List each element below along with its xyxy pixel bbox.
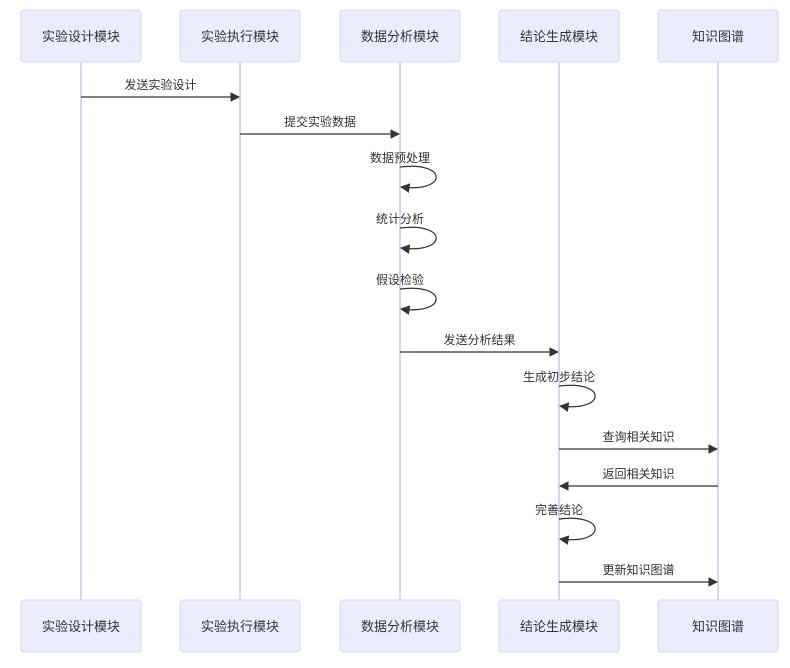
- message-11: 更新知识图谱: [559, 562, 718, 587]
- self-message-arrow: [558, 517, 596, 545]
- actor-box: [339, 599, 461, 653]
- actor-label: 知识图谱: [692, 29, 744, 45]
- actor-label: 实验执行模块: [201, 619, 279, 635]
- actor-design-top: 实验设计模块: [20, 9, 142, 63]
- message-5: 假设检验: [376, 272, 437, 315]
- self-message-arrow: [399, 287, 437, 315]
- actor-execute-top: 实验执行模块: [179, 9, 301, 63]
- actor-label: 知识图谱: [692, 619, 744, 635]
- message-label: 生成初步结论: [523, 370, 595, 384]
- actor-label: 实验设计模块: [42, 619, 120, 635]
- message-label: 假设检验: [376, 272, 424, 287]
- message-label: 返回相关知识: [602, 467, 674, 481]
- actor-conclude-top: 结论生成模块: [498, 9, 620, 63]
- actor-label: 实验设计模块: [42, 29, 120, 45]
- actor-box: [657, 599, 779, 653]
- message-label: 数据预处理: [370, 150, 430, 165]
- message-label: 查询相关知识: [602, 430, 674, 444]
- message-label: 提交实验数据: [284, 114, 356, 129]
- actor-box: [498, 599, 620, 653]
- message-label: 统计分析: [376, 212, 424, 226]
- message-label: 发送分析结果: [443, 332, 515, 347]
- message-label: 完善结论: [535, 502, 583, 517]
- message-9: 返回相关知识: [559, 467, 718, 491]
- actor-box: [179, 9, 301, 63]
- actor-label: 结论生成模块: [520, 30, 598, 45]
- actor-box: [498, 9, 620, 63]
- message-10: 完善结论: [535, 502, 596, 545]
- actor-design-bottom: 实验设计模块: [20, 599, 142, 653]
- actor-analysis-bottom: 数据分析模块: [339, 599, 461, 653]
- actor-box: [339, 9, 461, 63]
- actor-conclude-bottom: 结论生成模块: [498, 599, 620, 653]
- actor-label: 数据分析模块: [361, 620, 439, 635]
- actor-analysis-top: 数据分析模块: [339, 9, 461, 63]
- message-2: 提交实验数据: [240, 114, 400, 139]
- self-message-arrow: [399, 226, 437, 254]
- actor-knowledge-bottom: 知识图谱: [657, 599, 779, 653]
- message-7: 生成初步结论: [523, 370, 596, 412]
- actor-label: 实验执行模块: [201, 29, 279, 45]
- actor-label: 结论生成模块: [520, 620, 598, 635]
- actor-box: [20, 599, 142, 653]
- message-1: 发送实验设计: [81, 77, 240, 102]
- message-label: 更新知识图谱: [602, 562, 674, 577]
- actor-label: 数据分析模块: [361, 30, 439, 45]
- actor-box: [657, 9, 779, 63]
- actor-box: [20, 9, 142, 63]
- message-4: 统计分析: [376, 212, 437, 254]
- actor-box: [179, 599, 301, 653]
- self-message-arrow: [558, 384, 596, 412]
- actor-knowledge-top: 知识图谱: [657, 9, 779, 63]
- message-label: 发送实验设计: [124, 77, 196, 92]
- actor-execute-bottom: 实验执行模块: [179, 599, 301, 653]
- message-8: 查询相关知识: [559, 430, 718, 454]
- self-message-arrow: [399, 165, 437, 193]
- message-3: 数据预处理: [370, 150, 437, 193]
- message-6: 发送分析结果: [400, 332, 559, 357]
